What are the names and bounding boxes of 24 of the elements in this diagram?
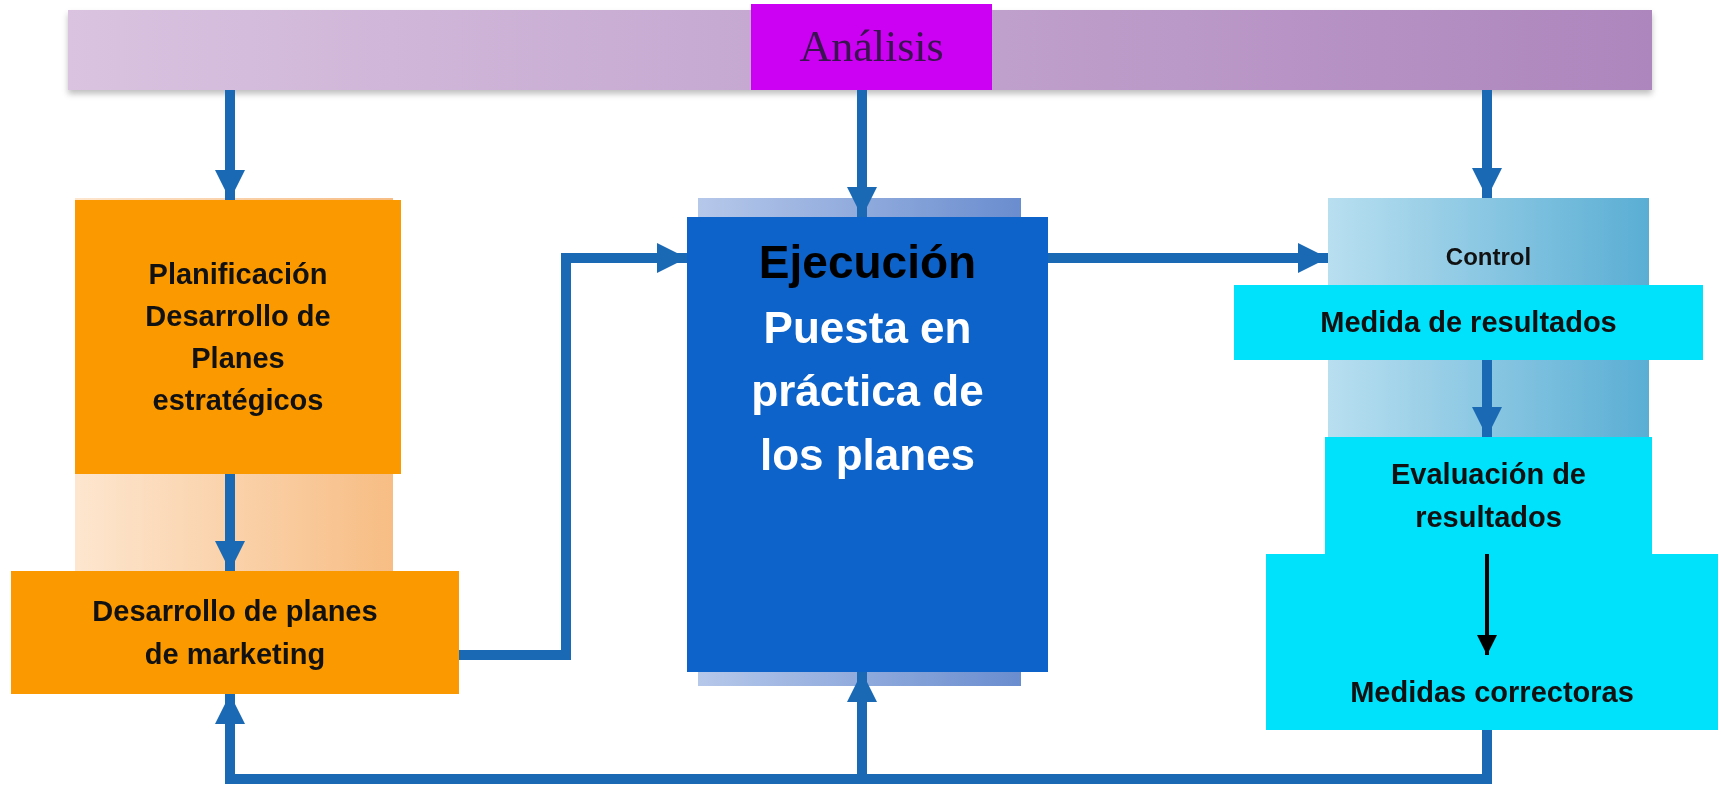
process-box bbox=[1234, 285, 1703, 360]
arrow bbox=[1472, 360, 1502, 437]
node-text: Desarrollo de Planes estratégicos bbox=[144, 298, 332, 419]
node-text: Control bbox=[1445, 242, 1532, 272]
node-text: Medidas correctoras bbox=[1350, 675, 1634, 711]
node-heading: Planificación bbox=[148, 256, 328, 292]
title-label: Análisis bbox=[751, 4, 992, 90]
node-heading: Ejecución bbox=[758, 235, 977, 290]
process-box bbox=[11, 571, 459, 694]
arrow bbox=[215, 474, 245, 571]
node-text: Evaluación de resultados bbox=[1390, 457, 1587, 535]
arrow bbox=[847, 90, 877, 217]
process-box bbox=[75, 200, 401, 474]
arrow bbox=[1477, 554, 1497, 655]
process-box bbox=[1325, 437, 1652, 554]
process-box bbox=[687, 217, 1048, 672]
node-text: Medida de resultados bbox=[1320, 305, 1617, 341]
node-text: Puesta en práctica de los planes bbox=[750, 301, 985, 482]
node-text: Desarrollo de planes de marketing bbox=[91, 594, 379, 672]
arrow bbox=[459, 243, 687, 660]
arrow bbox=[1472, 90, 1502, 198]
control-panel bbox=[1328, 198, 1649, 285]
arrow bbox=[1048, 243, 1328, 273]
arrow bbox=[215, 90, 245, 200]
